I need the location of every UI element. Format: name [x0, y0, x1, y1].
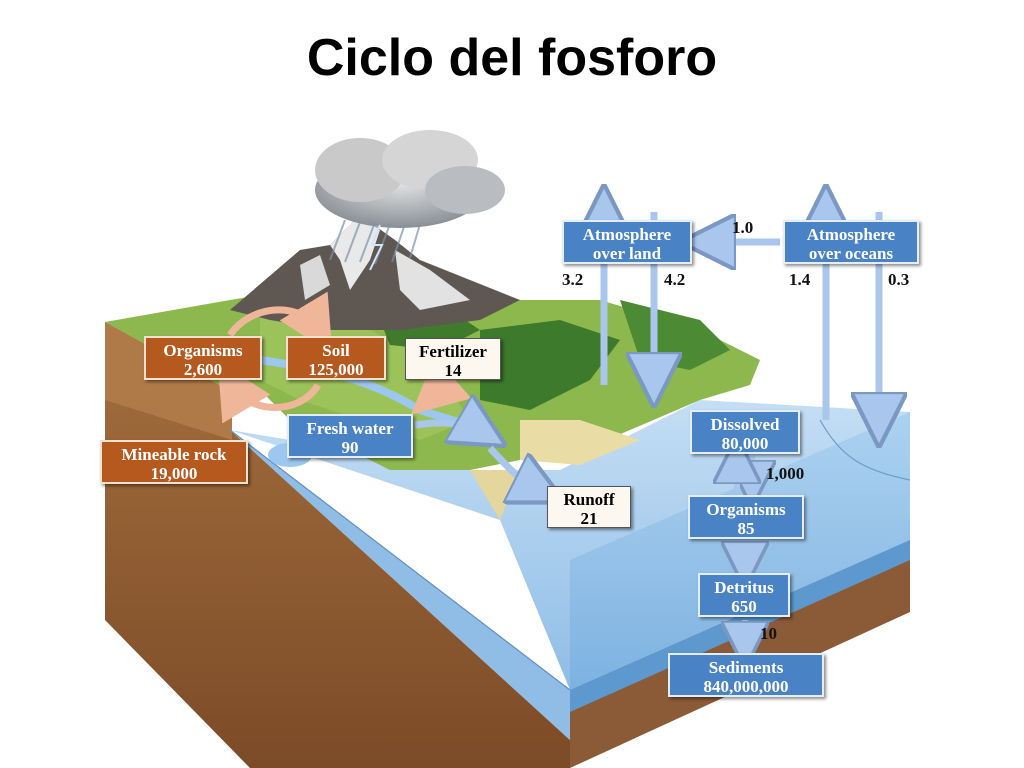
ocean-flow-arrows: [737, 456, 752, 645]
fertilizer-label: Fertilizer: [419, 342, 487, 361]
fresh-water-box: Fresh water 90: [287, 414, 413, 458]
organisms-ocean-value: 85: [737, 519, 755, 538]
fertilizer-value: 14: [444, 361, 462, 380]
atmosphere-land-sublabel: over land: [592, 244, 662, 263]
flow-land-up: 3.2: [562, 270, 584, 289]
organisms-land-box: Organisms 2,600: [144, 336, 262, 380]
atmosphere-over-land-box: Atmosphere over land: [562, 220, 692, 264]
detritus-box: Detritus 650: [698, 573, 790, 617]
sediments-label: Sediments: [708, 658, 784, 677]
fertilizer-box: Fertilizer 14: [405, 338, 501, 380]
atmosphere-oceans-sublabel: over oceans: [808, 244, 894, 263]
diagram-title: Ciclo del fosforo: [306, 29, 718, 87]
soil-value: 125,000: [308, 360, 364, 379]
runoff-value: 21: [580, 509, 598, 528]
runoff-arrows: [414, 423, 540, 490]
storm-cloud: [315, 130, 505, 271]
fresh-water-value: 90: [341, 438, 359, 457]
soil-label: Soil: [322, 341, 350, 360]
atmosphere-land-label: Atmosphere: [582, 225, 672, 244]
detritus-label: Detritus: [714, 578, 774, 597]
organisms-ocean-box: Organisms 85: [688, 495, 804, 539]
organisms-land-label: Organisms: [163, 341, 243, 360]
flow-land-down: 4.2: [664, 270, 686, 289]
detritus-value: 650: [731, 597, 757, 616]
dissolved-value: 80,000: [721, 434, 769, 453]
flow-ocean-up: 1.4: [789, 270, 811, 289]
organism-soil-cycle-arrows: [217, 291, 472, 424]
mineable-rock-value: 19,000: [150, 464, 198, 483]
flow-detritus-sediments: 10: [760, 624, 777, 643]
mineable-rock-box: Mineable rock 19,000: [100, 440, 248, 484]
atmosphere-oceans-label: Atmosphere: [806, 225, 896, 244]
fresh-water-label: Fresh water: [306, 419, 394, 438]
flow-ocean-down: 0.3: [888, 270, 910, 289]
mineable-rock-label: Mineable rock: [121, 445, 227, 464]
runoff-box: Runoff 21: [547, 486, 631, 528]
organisms-land-value: 2,600: [183, 360, 223, 379]
dissolved-label: Dissolved: [710, 415, 780, 434]
organisms-ocean-label: Organisms: [706, 500, 786, 519]
sediments-value: 840,000,000: [703, 677, 789, 696]
atmosphere-over-oceans-box: Atmosphere over oceans: [783, 220, 919, 264]
soil-box: Soil 125,000: [286, 336, 386, 380]
runoff-label: Runoff: [563, 490, 615, 509]
sediments-box: Sediments 840,000,000: [668, 653, 824, 697]
flow-dissolved-organisms: 1,000: [766, 464, 805, 483]
dissolved-box: Dissolved 80,000: [690, 410, 800, 454]
flow-atmosphere-exchange: 1.0: [732, 218, 754, 237]
